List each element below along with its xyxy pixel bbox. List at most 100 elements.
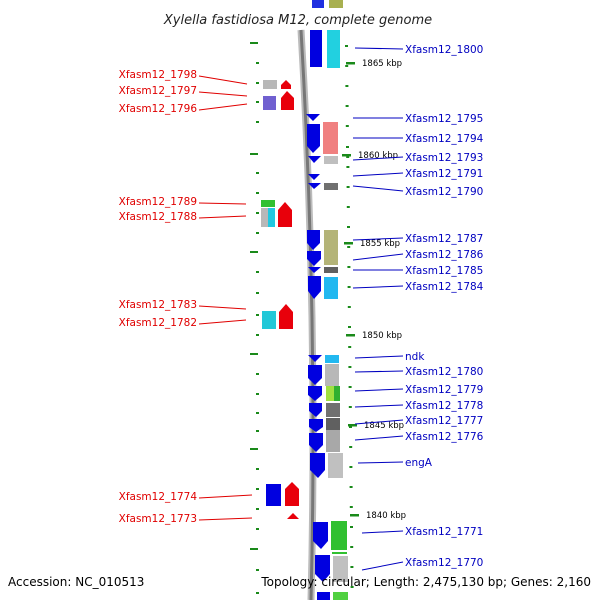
reverse-gene-arrow xyxy=(307,230,320,250)
feature-green xyxy=(333,592,348,600)
feature-cyan xyxy=(262,311,276,329)
label-leader-line xyxy=(352,237,404,241)
gene-label-right[interactable]: Xfasm12_1780 xyxy=(405,366,483,378)
tick-mark xyxy=(250,353,258,355)
gene-block-top-cyan xyxy=(327,30,340,68)
accession-text: Accession: NC_010513 xyxy=(8,575,144,589)
reverse-gene-arrow xyxy=(308,267,321,273)
tick-mark xyxy=(347,226,350,228)
kbp-label: 1855 kbp xyxy=(360,239,400,249)
gene-label-right[interactable]: Xfasm12_1787 xyxy=(405,233,483,245)
forward-gene-arrow xyxy=(287,513,299,519)
tick-mark xyxy=(256,528,259,530)
tick-mark xyxy=(346,166,350,168)
feature-grey xyxy=(324,156,338,164)
gene-label-right[interactable]: Xfasm12_1794 xyxy=(405,133,484,145)
feature-grey xyxy=(263,80,277,89)
tick-mark xyxy=(256,121,259,123)
feature-dark-grey xyxy=(326,403,340,417)
left-gene-labels: Xfasm12_1798Xfasm12_1797Xfasm12_1796Xfas… xyxy=(119,69,253,525)
tick-mark xyxy=(348,346,352,348)
reverse-gene-arrow xyxy=(306,114,320,121)
tick-mark xyxy=(345,105,349,107)
gene-label-left[interactable]: Xfasm12_1773 xyxy=(119,513,197,525)
gene-label-right[interactable]: Xfasm12_1795 xyxy=(405,113,483,125)
gene-label-right[interactable]: Xfasm12_1778 xyxy=(405,400,483,412)
tick-mark xyxy=(256,334,259,336)
label-leader-line xyxy=(357,461,404,464)
kbp-tick xyxy=(346,334,355,337)
tick-mark xyxy=(346,206,350,208)
gene-label-left[interactable]: Xfasm12_1783 xyxy=(119,299,197,311)
reverse-gene-arrow xyxy=(313,522,328,549)
gene-label-left[interactable]: Xfasm12_1774 xyxy=(119,491,198,503)
kbp-label: 1845 kbp xyxy=(364,421,404,431)
gene-label-right[interactable]: Xfasm12_1776 xyxy=(405,431,484,443)
gene-label-right[interactable]: Xfasm12_1771 xyxy=(405,526,483,538)
gene-label-right[interactable]: Xfasm12_1784 xyxy=(405,281,484,293)
kbp-tick xyxy=(348,424,357,427)
forward-gene-arrow xyxy=(279,304,293,329)
gene-label-right[interactable]: ndk xyxy=(405,351,425,363)
reverse-gene-arrow xyxy=(308,386,322,401)
gene-label-left[interactable]: Xfasm12_1796 xyxy=(119,103,198,115)
tick-mark xyxy=(348,326,351,328)
tick-mark xyxy=(250,448,258,450)
feature-grey xyxy=(261,208,268,227)
label-leader-line xyxy=(198,75,248,85)
reverse-gene-arrow xyxy=(309,419,323,432)
gene-label-right[interactable]: Xfasm12_1770 xyxy=(405,557,483,569)
tick-mark xyxy=(256,232,259,234)
reverse-gene-arrow xyxy=(308,183,321,189)
tick-mark xyxy=(250,548,258,550)
reverse-gene-arrow xyxy=(309,403,322,417)
gene-label-right[interactable]: Xfasm12_1785 xyxy=(405,265,483,277)
gene-label-left[interactable]: Xfasm12_1789 xyxy=(119,196,197,208)
tick-mark xyxy=(345,125,349,127)
tick-mark xyxy=(256,569,259,571)
reverse-gene-arrow xyxy=(310,453,325,478)
tick-mark xyxy=(256,292,259,294)
tick-mark xyxy=(349,426,352,428)
feature-grey xyxy=(326,430,340,452)
label-leader-line xyxy=(198,305,247,310)
tick-mark xyxy=(250,251,258,253)
forward-gene-arrow xyxy=(281,91,294,110)
reverse-gene-arrow xyxy=(308,156,321,163)
feature-dark-grey xyxy=(324,183,338,190)
feature-sky-blue xyxy=(325,355,339,363)
gene-label-left[interactable]: Xfasm12_1798 xyxy=(119,69,197,81)
gene-label-right[interactable]: Xfasm12_1791 xyxy=(405,168,483,180)
gene-label-left[interactable]: Xfasm12_1797 xyxy=(119,85,197,97)
tick-mark xyxy=(347,266,351,268)
tick-mark xyxy=(256,488,259,490)
gene-label-left[interactable]: Xfasm12_1782 xyxy=(119,317,197,329)
label-leader-line xyxy=(198,517,253,521)
label-leader-line xyxy=(354,370,404,373)
reverse-gene-arrow xyxy=(315,555,330,582)
reverse-gene-arrow xyxy=(308,174,320,180)
gene-label-right[interactable]: Xfasm12_1800 xyxy=(405,44,483,56)
gene-label-right[interactable]: Xfasm12_1786 xyxy=(405,249,484,261)
reverse-gene-arrow xyxy=(307,124,320,153)
tick-mark xyxy=(350,566,354,568)
gene-label-right[interactable]: Xfasm12_1793 xyxy=(405,152,483,164)
gene-label-right[interactable]: Xfasm12_1790 xyxy=(405,186,483,198)
tick-mark xyxy=(256,101,259,103)
tick-mark xyxy=(256,172,259,174)
tick-marks xyxy=(250,42,354,594)
feature-lime xyxy=(326,386,334,401)
gene-label-right[interactable]: Xfasm12_1779 xyxy=(405,384,483,396)
topology-text: Topology: circular; Length: 2,475,130 bp… xyxy=(260,575,591,589)
tick-mark xyxy=(349,446,353,448)
label-leader-line xyxy=(354,404,404,408)
tick-mark xyxy=(256,430,259,432)
tick-mark xyxy=(348,406,352,408)
feature-grey xyxy=(325,364,339,386)
reverse-gene-arrow xyxy=(307,251,321,266)
gene-label-right[interactable]: engA xyxy=(405,457,433,469)
gene-label-right[interactable]: Xfasm12_1777 xyxy=(405,415,483,427)
gene-label-left[interactable]: Xfasm12_1788 xyxy=(119,211,197,223)
tick-mark xyxy=(347,246,351,248)
feature-sky-blue xyxy=(324,277,338,299)
